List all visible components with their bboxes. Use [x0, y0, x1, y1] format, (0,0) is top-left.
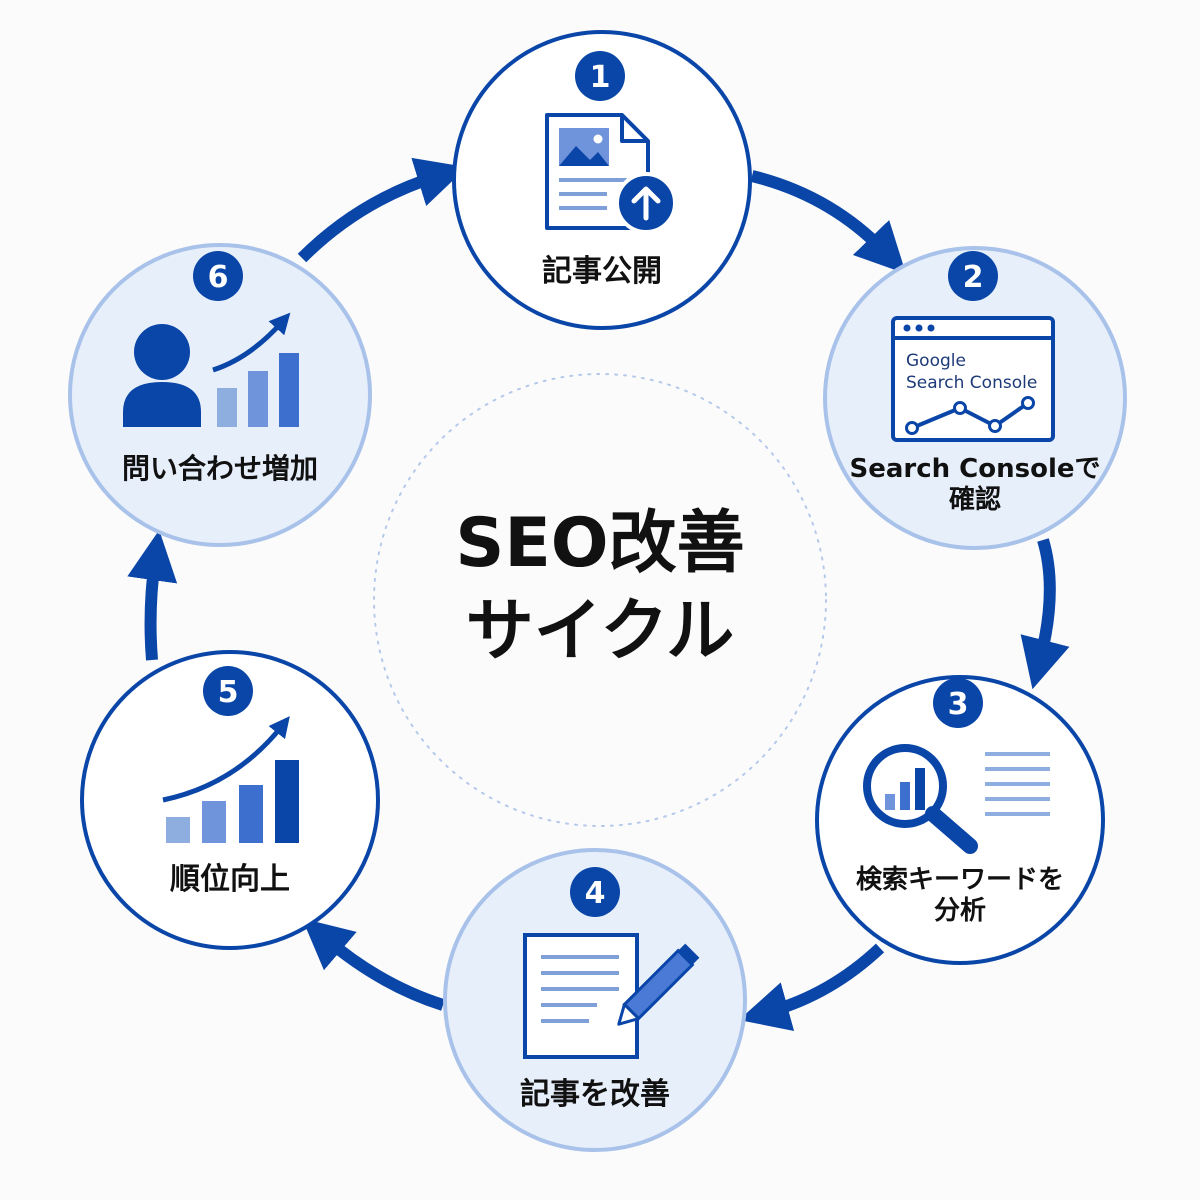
arrow-4-to-5	[302, 918, 445, 1011]
magnifier-chart-icon	[863, 744, 1050, 854]
step-4-badge: 4	[570, 867, 620, 917]
step-6-node	[68, 243, 372, 547]
svg-text:4: 4	[585, 876, 606, 911]
step-4-node	[443, 848, 747, 1152]
svg-text:3: 3	[948, 687, 969, 722]
step-1-label: 記事公開	[542, 254, 662, 289]
step-3-label-line1: 検索キーワードを	[855, 865, 1064, 895]
search-console-window-icon: Google Search Console	[891, 316, 1055, 442]
step-6-label: 問い合わせ増加	[121, 452, 318, 485]
step-3-badge: 3	[933, 678, 983, 728]
step-3-label: 検索キーワードを 分析	[830, 865, 1090, 927]
svg-text:2: 2	[963, 260, 984, 295]
step-4-label: 記事を改善	[520, 1077, 670, 1112]
window-text-search-console: Search Console	[906, 373, 1037, 393]
svg-text:6: 6	[208, 260, 229, 295]
step-5-circle	[80, 650, 380, 950]
step-3-node	[815, 675, 1105, 965]
center-title-line1: SEO改善	[455, 504, 745, 583]
step-2-label: Search Consoleで 確認	[840, 454, 1110, 516]
cycle-arrows	[127, 157, 1070, 1031]
window-text-google: Google	[906, 351, 966, 371]
step-5-node	[80, 650, 380, 950]
document-edit-icon	[523, 933, 700, 1059]
step-2-label-line2: 確認	[948, 485, 1001, 516]
step-5-label: 順位向上	[170, 862, 290, 897]
step-1-badge: 1	[575, 51, 625, 101]
step-3-label-line2: 分析	[933, 896, 986, 927]
step-2-node: Google Search Console	[823, 246, 1127, 550]
arrow-5-to-6	[127, 530, 178, 661]
step-5-badge: 5	[203, 666, 253, 716]
arrow-3-to-4	[738, 943, 885, 1031]
arrow-6-to-1	[297, 157, 467, 263]
person-growth-icon	[123, 312, 299, 427]
svg-text:5: 5	[218, 675, 239, 710]
svg-text:1: 1	[590, 60, 611, 95]
arrow-2-to-3	[1020, 538, 1070, 690]
center-title: SEO改善 サイクル	[400, 500, 800, 677]
arrow-1-to-2	[750, 170, 907, 274]
step-2-badge: 2	[948, 251, 998, 301]
step-1-node	[452, 30, 752, 330]
document-upload-icon	[545, 113, 677, 234]
center-dotted-ring	[373, 373, 827, 827]
step-2-label-line1: Search Consoleで	[849, 454, 1101, 484]
number-badges: 1 2 3 4 5 6	[193, 51, 998, 917]
step-6-badge: 6	[193, 251, 243, 301]
center-title-line2: サイクル	[465, 592, 735, 672]
rising-bar-chart-icon	[162, 716, 299, 843]
